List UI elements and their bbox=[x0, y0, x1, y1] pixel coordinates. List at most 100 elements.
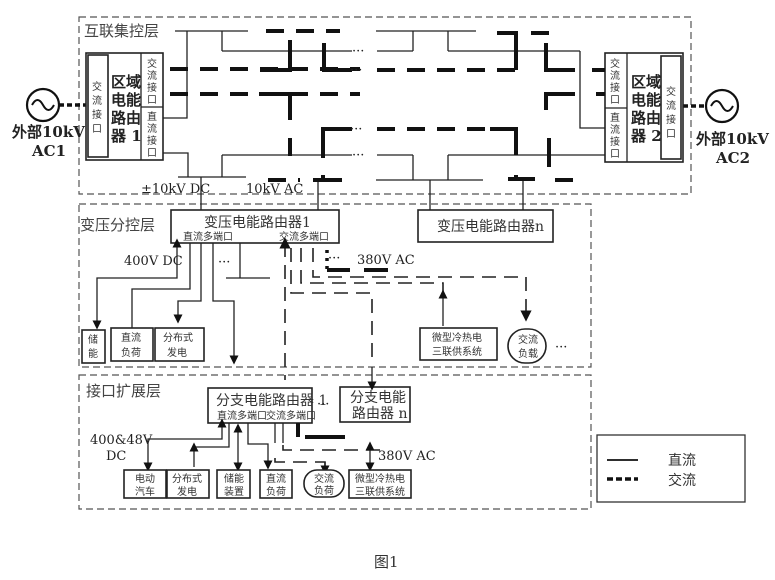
device-storage bbox=[216, 469, 251, 499]
device-storage bbox=[81, 329, 106, 364]
transformer-router-n-name: 变压电能路由器n bbox=[437, 219, 544, 235]
source-right-name: AC2 bbox=[715, 149, 750, 167]
dc-port-inner: 直 bbox=[610, 111, 620, 124]
ac-380v-label-interface: 380V AC bbox=[378, 449, 436, 464]
device-dc-load bbox=[110, 327, 154, 362]
svg-text:器 1: 器 1 bbox=[110, 127, 142, 145]
device-distributed-gen bbox=[154, 327, 205, 362]
dc-bus-label: ±10kV DC bbox=[141, 182, 210, 197]
device-distributed-gen bbox=[166, 469, 210, 499]
legend: 直流 交流 bbox=[596, 434, 746, 503]
legend-label-ac: 交流 bbox=[668, 472, 696, 489]
svg-text:接: 接 bbox=[92, 108, 102, 121]
svg-text:流: 流 bbox=[147, 122, 157, 135]
svg-text:汽车: 汽车 bbox=[135, 485, 155, 498]
dc-multiport-label: 直流多端口 bbox=[217, 409, 267, 422]
svg-text:···: ··· bbox=[555, 340, 567, 355]
svg-text:电能: 电能 bbox=[111, 91, 141, 109]
svg-text:接: 接 bbox=[610, 135, 620, 148]
svg-text:能: 能 bbox=[88, 347, 98, 360]
ac-bus-label: 10kV AC bbox=[246, 182, 303, 197]
source-right-voltage: 外部10kV bbox=[695, 130, 769, 148]
dc-400-48v-label: 400&48V bbox=[90, 433, 153, 448]
svg-text:路由: 路由 bbox=[111, 109, 141, 127]
transform-layer-devices: 储 能 直流 负荷 分布式 发电 微型冷热电 三联供系统 交流 负载 ··· bbox=[81, 327, 567, 364]
svg-text:口: 口 bbox=[610, 149, 620, 160]
device-dc-load bbox=[259, 469, 293, 499]
svg-text:区域: 区域 bbox=[631, 73, 661, 91]
dc-port-inner: 直 bbox=[147, 110, 157, 123]
svg-text:电动: 电动 bbox=[135, 472, 155, 485]
regional-router-2: 交 流 接 口 直 流 接 口 区域 电能 路由 器 2 交 流 接 口 bbox=[604, 52, 684, 163]
regional-router-1: 交 流 接 口 区域 电能 路由 器 1 交 流 接 口 直 流 接 口 bbox=[85, 52, 164, 161]
device-micro-cchp bbox=[348, 469, 412, 499]
ac-380v-label: 380V AC bbox=[357, 253, 415, 268]
ac-port-outer bbox=[87, 54, 109, 158]
source-left-name: AC1 bbox=[31, 142, 66, 160]
branch-router-1-name: 分支电能路由器 1 bbox=[216, 393, 327, 409]
svg-text:分布式: 分布式 bbox=[163, 331, 193, 344]
svg-text:分布式: 分布式 bbox=[172, 472, 202, 485]
svg-text:三联供系统: 三联供系统 bbox=[432, 345, 482, 358]
device-micro-cchp bbox=[419, 327, 498, 361]
ac-port-inner: 交 bbox=[147, 57, 157, 70]
interconnect-layer-frame bbox=[78, 16, 692, 195]
figure-caption: 图1 bbox=[374, 553, 399, 571]
svg-text:口: 口 bbox=[147, 148, 157, 159]
dc-400v-label: 400V DC bbox=[124, 254, 183, 269]
interface-layer-wiring: 400&48V DC 380V AC bbox=[90, 418, 436, 475]
svg-text:接: 接 bbox=[666, 113, 676, 126]
transform-layer-wiring: 400V DC ··· ··· 380V AC bbox=[92, 237, 532, 380]
svg-text:区域: 区域 bbox=[111, 73, 141, 91]
device-ev bbox=[123, 469, 167, 499]
svg-text:储: 储 bbox=[88, 333, 98, 346]
svg-text:···: ··· bbox=[352, 148, 364, 163]
svg-text:微型冷热电: 微型冷热电 bbox=[432, 331, 482, 344]
svg-text:流: 流 bbox=[92, 94, 102, 107]
svg-text:发电: 发电 bbox=[167, 346, 187, 359]
svg-text:接: 接 bbox=[147, 81, 157, 94]
interface-layer-frame bbox=[78, 374, 592, 510]
device-ac-load bbox=[303, 469, 345, 498]
svg-text:口: 口 bbox=[147, 95, 157, 106]
layer-title-transform: 变压分控层 bbox=[80, 216, 155, 234]
svg-text:装置: 装置 bbox=[224, 485, 244, 498]
legend-label-dc: 直流 bbox=[668, 452, 696, 469]
transformer-router-1-name: 变压电能路由器1 bbox=[204, 215, 311, 231]
branch-router-1: 分支电能路由器 1 直流多端口 交流多端口 bbox=[207, 387, 327, 424]
svg-text:储能: 储能 bbox=[224, 472, 244, 485]
svg-text:直流: 直流 bbox=[121, 331, 141, 344]
svg-text:交流: 交流 bbox=[518, 333, 538, 346]
svg-text:微型冷热电: 微型冷热电 bbox=[355, 472, 405, 485]
svg-text:···: ··· bbox=[350, 63, 362, 78]
svg-text:流: 流 bbox=[666, 99, 676, 112]
layer-title-interface: 接口扩展层 bbox=[86, 382, 161, 400]
svg-text:流: 流 bbox=[610, 69, 620, 82]
svg-text:交: 交 bbox=[666, 85, 676, 98]
svg-text:···: ··· bbox=[218, 255, 230, 270]
svg-text:负荷: 负荷 bbox=[314, 484, 334, 497]
interface-layer-devices: 电动 汽车 分布式 发电 储能 装置 直流 负荷 交流 负荷 微型冷热电 三联供… bbox=[123, 469, 412, 499]
dc-multiport-label: 直流多端口 bbox=[183, 230, 233, 243]
svg-text:负荷: 负荷 bbox=[266, 485, 286, 498]
ac-multiport-label: 交流多端口 bbox=[279, 230, 329, 243]
device-ac-load bbox=[507, 328, 547, 364]
branch-router-n-line1: 分支电能 bbox=[350, 390, 406, 406]
svg-text:口: 口 bbox=[666, 129, 676, 140]
svg-text:接: 接 bbox=[610, 81, 620, 94]
svg-text:交: 交 bbox=[92, 80, 102, 93]
svg-text:电能: 电能 bbox=[631, 91, 661, 109]
ac-port-inner: 交 bbox=[610, 57, 620, 70]
ac-multiport-label: 交流多端口 bbox=[266, 409, 316, 422]
svg-text:接: 接 bbox=[147, 134, 157, 147]
svg-text:流: 流 bbox=[610, 123, 620, 136]
svg-text:直流: 直流 bbox=[266, 472, 286, 485]
transform-layer-frame bbox=[78, 203, 592, 368]
svg-text:···: ··· bbox=[350, 122, 362, 137]
svg-text:···: ··· bbox=[352, 44, 364, 59]
svg-text:交流: 交流 bbox=[314, 472, 334, 485]
dc-label: DC bbox=[106, 449, 126, 464]
source-left-voltage: 外部10kV bbox=[11, 123, 85, 141]
branch-router-n-line2: 路由器 n bbox=[352, 406, 407, 422]
svg-text:流: 流 bbox=[147, 69, 157, 82]
